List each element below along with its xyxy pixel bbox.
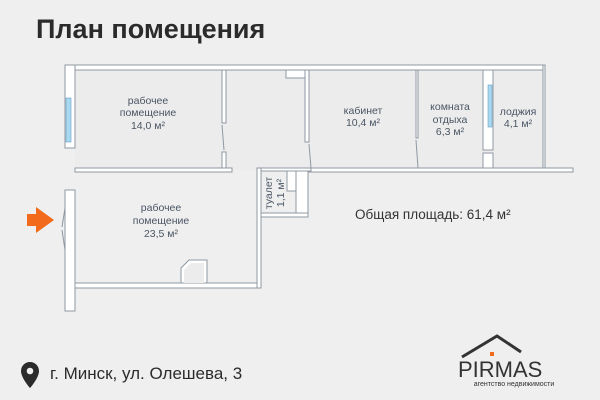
wall [287,167,574,173]
wall [64,189,76,312]
room-label: помещение [133,215,190,227]
logo: PIRMAS агентство недвижимости [458,334,555,388]
window [487,84,493,128]
wall [482,152,494,169]
room-label: рабочее [141,202,182,214]
map-pin-icon [21,362,39,388]
room-label: помещение [120,107,177,119]
room-area: 23,5 м² [144,228,179,240]
wall [415,69,419,139]
wall [74,282,262,289]
room-label: туалет [263,177,275,210]
page-title: План помещения [36,14,266,44]
room-label: кабинет [344,105,383,117]
address: г. Минск, ул. Олешева, 3 [50,364,243,383]
wall [74,167,233,173]
room-area: 10,4 м² [346,117,381,129]
room-label: рабочее [128,95,169,107]
room-area: 4,1 м² [504,118,533,130]
logo-subtitle: агентство недвижимости [474,381,555,388]
room-label: лоджия [500,106,537,118]
total-area: Общая площадь: 61,4 м² [355,207,511,222]
logo-name: PIRMAS [458,357,542,382]
window [65,97,72,143]
room-area: 1,1 м² [275,178,287,207]
arrow-right-icon [27,207,54,233]
room-label: отдыха [433,114,468,126]
wall [221,151,227,169]
wall [304,69,310,143]
room-label: комната [430,101,470,113]
room-area: 6,3 м² [436,126,465,138]
wall [221,69,227,124]
wall [542,64,546,169]
room-area: 14,0 м² [131,120,166,132]
wall [64,64,544,71]
wall [256,167,262,289]
